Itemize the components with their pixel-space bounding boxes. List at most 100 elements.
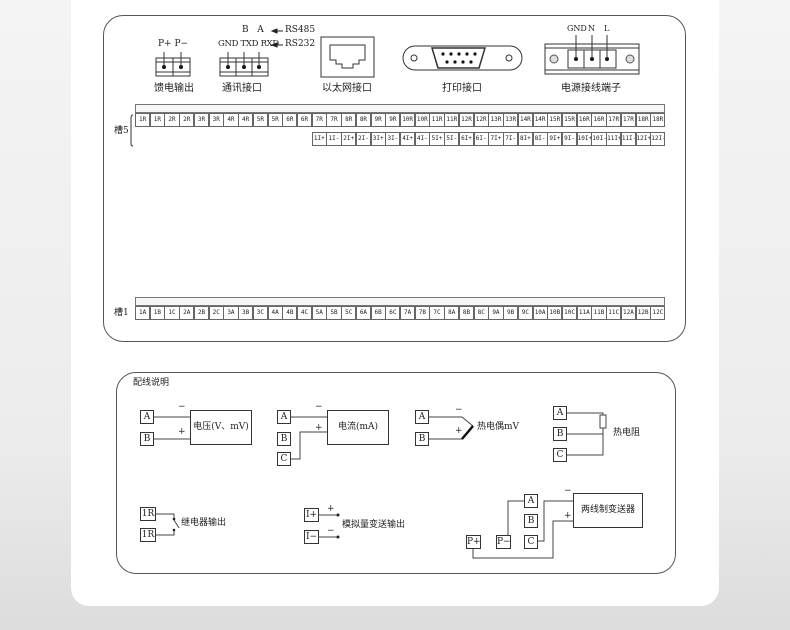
terminal-cell: 16R bbox=[576, 113, 592, 127]
rtd-label: 热电阻 bbox=[613, 428, 641, 438]
terminal-cell: 7A bbox=[400, 306, 416, 320]
current-device: 电流(mA) bbox=[327, 410, 389, 445]
terminal-cell: 2C bbox=[208, 306, 224, 320]
power-pin-l: L bbox=[604, 24, 610, 33]
terminal-cell: 12A bbox=[620, 306, 637, 320]
feed-output-label: 馈电输出 bbox=[154, 83, 194, 94]
terminal-cell: 10A bbox=[532, 306, 548, 320]
terminal-cell: 6I- bbox=[473, 132, 489, 146]
terminal-cell: 6I+ bbox=[458, 132, 475, 146]
terminal-cell: 12B bbox=[635, 306, 651, 320]
printer-port-icon bbox=[402, 45, 523, 71]
terminal-cell: 4B bbox=[282, 306, 298, 320]
analog-plus: + bbox=[327, 504, 335, 514]
terminal-cell: 18R bbox=[635, 113, 651, 127]
terminal-cell: 10I- bbox=[591, 132, 607, 146]
terminal-cell: 3R bbox=[193, 113, 210, 127]
thermocouple-minus: − bbox=[455, 405, 463, 415]
terminal-cell: 14R bbox=[517, 113, 533, 127]
feed-output-connector-icon bbox=[155, 52, 191, 77]
two-wire-terminal-a: A bbox=[524, 494, 538, 508]
rtd-terminal-b: B bbox=[553, 427, 567, 441]
terminal-cell: 12C bbox=[650, 306, 666, 320]
terminal-cell: 10C bbox=[561, 306, 578, 320]
terminal-cell: 2R bbox=[164, 113, 180, 127]
terminal-cell: 3C bbox=[252, 306, 268, 320]
two-wire-terminal-pminus: P− bbox=[496, 535, 511, 549]
terminal-cell: 11A bbox=[576, 306, 592, 320]
rs232-label: RS232 bbox=[285, 39, 316, 49]
voltage-plus: + bbox=[178, 427, 186, 437]
printer-label: 打印接口 bbox=[442, 83, 482, 94]
relay-label: 继电器输出 bbox=[181, 518, 227, 528]
slot1-label: 槽1 bbox=[114, 308, 129, 318]
feed-output-pins: P+ P− bbox=[158, 39, 189, 49]
terminal-cell: 7R bbox=[311, 113, 327, 127]
relay-terminal-1: 1R bbox=[140, 507, 156, 521]
two-wire-transmitter: 两线制变送器 bbox=[573, 493, 643, 528]
analog-minus: − bbox=[327, 526, 335, 536]
power-terminal-icon bbox=[544, 35, 640, 75]
terminal-cell: 15R bbox=[547, 113, 563, 127]
terminal-cell: 1C bbox=[164, 306, 180, 320]
rs485-pins: B A bbox=[242, 25, 264, 35]
comm-label: 通讯接口 bbox=[222, 83, 262, 94]
current-plus: + bbox=[315, 423, 323, 433]
terminal-cell: 4R bbox=[223, 113, 239, 127]
terminal-cell: 1R bbox=[149, 113, 165, 127]
terminal-cell: 6C bbox=[385, 306, 401, 320]
terminal-cell: 1I- bbox=[326, 132, 342, 146]
terminal-cell: 4I+ bbox=[400, 132, 416, 146]
terminal-cell: 7I- bbox=[503, 132, 519, 146]
terminal-cell: 3A bbox=[223, 306, 239, 320]
thermocouple-plus: + bbox=[455, 426, 463, 436]
terminal-cell: 12R bbox=[458, 113, 475, 127]
terminal-cell: 6R bbox=[296, 113, 313, 127]
ethernet-port-icon bbox=[320, 36, 375, 78]
two-wire-plus: + bbox=[564, 511, 572, 521]
terminal-cell: 11B bbox=[591, 306, 607, 320]
terminal-cell: 7R bbox=[326, 113, 342, 127]
terminal-cell: 5R bbox=[267, 113, 283, 127]
slot1-rail bbox=[135, 297, 665, 306]
terminal-cell: 11C bbox=[606, 306, 622, 320]
analog-terminal-minus: I− bbox=[304, 530, 319, 544]
ethernet-label: 以太网接口 bbox=[322, 83, 372, 94]
terminal-cell: 2I+ bbox=[341, 132, 357, 146]
current-terminal-c: C bbox=[277, 452, 291, 466]
terminal-cell: 9C bbox=[517, 306, 533, 320]
voltage-device: 电压(V、mV) bbox=[190, 410, 252, 445]
terminal-cell: 15R bbox=[561, 113, 578, 127]
terminal-cell: 3I- bbox=[385, 132, 401, 146]
slot5-bracket bbox=[130, 114, 134, 147]
comm-connector-icon bbox=[219, 28, 283, 77]
terminal-cell: 7B bbox=[414, 306, 430, 320]
terminal-cell: 12R bbox=[473, 113, 489, 127]
terminal-cell: 5I- bbox=[444, 132, 460, 146]
terminal-cell: 8R bbox=[341, 113, 357, 127]
terminal-cell: 10B bbox=[547, 306, 563, 320]
terminal-cell: 11R bbox=[444, 113, 460, 127]
terminal-cell: 8C bbox=[473, 306, 489, 320]
terminal-cell: 7I+ bbox=[488, 132, 504, 146]
terminal-cell: 3B bbox=[238, 306, 254, 320]
terminal-cell: 12I- bbox=[650, 132, 666, 146]
relay-terminal-2: 1R bbox=[140, 528, 156, 542]
terminal-cell: 18R bbox=[650, 113, 666, 127]
analog-label: 模拟量变送输出 bbox=[342, 520, 406, 530]
thermocouple-terminal-a: A bbox=[415, 410, 429, 424]
terminal-cell: 11R bbox=[429, 113, 445, 127]
terminal-cell: 9I+ bbox=[547, 132, 563, 146]
terminal-cell: 2I- bbox=[355, 132, 372, 146]
terminal-cell: 13R bbox=[488, 113, 504, 127]
two-wire-terminal-pplus: P+ bbox=[466, 535, 481, 549]
terminal-cell: 8A bbox=[444, 306, 460, 320]
terminal-cell: 10R bbox=[400, 113, 416, 127]
terminal-cell: 6B bbox=[370, 306, 386, 320]
thermocouple-label: 热电偶mV bbox=[477, 422, 520, 432]
terminal-cell: 11I+ bbox=[606, 132, 622, 146]
terminal-cell: 9B bbox=[503, 306, 519, 320]
terminal-cell: 8R bbox=[355, 113, 372, 127]
terminal-cell: 9A bbox=[488, 306, 504, 320]
